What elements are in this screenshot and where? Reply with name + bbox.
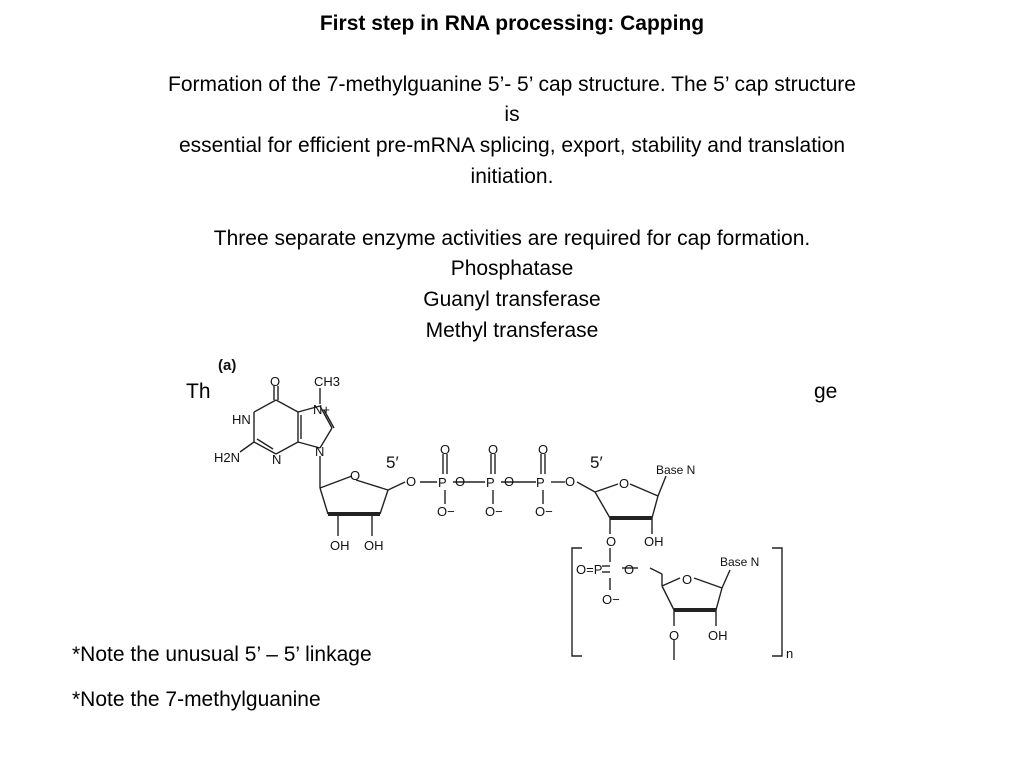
bridge-oxygen-1: O [406, 474, 416, 489]
phosphate-1-oxo: O [440, 442, 450, 457]
ribose-2-oh: OH [644, 534, 664, 549]
phosphate-2-o-minus: O− [485, 504, 503, 519]
obscured-text-left: Th [186, 380, 211, 403]
carbonyl-oxygen: O [270, 374, 280, 389]
obscured-text-right: ge [814, 380, 838, 403]
methyl-label: CH3 [314, 374, 340, 389]
phosphate-3-o-minus: O− [535, 504, 553, 519]
ribose-1-oh-right: OH [364, 538, 384, 553]
description-line-2: is [504, 103, 520, 126]
n9-label: N [315, 444, 324, 459]
panel-label: (a) [218, 357, 236, 374]
phosphate-2-oxo: O [488, 442, 498, 457]
bridge-oxygen-2: O [455, 474, 465, 489]
base-label-2: Base N [720, 555, 759, 569]
phosphate-1-o-minus: O− [437, 504, 455, 519]
lower-bridge-oxygen: O [624, 562, 634, 577]
h2n-label: H2N [214, 450, 240, 465]
enzyme-guanyl-transferase: Guanyl transferase [423, 288, 601, 311]
ring-n-label: N [272, 452, 281, 467]
slide-title: First step in RNA processing: Capping [319, 12, 705, 35]
phosphate-3: P [536, 475, 545, 490]
note-methylguanine: *Note the 7-methylguanine [72, 688, 321, 711]
five-prime-label-left: 5′ [386, 453, 399, 472]
cap-structure-diagram: (a) O CH3 N+ HN N N H2N O 5′ O O P O− O … [214, 357, 793, 661]
ribose-1-oxygen: O [350, 468, 360, 483]
phosphate-2: P [486, 475, 495, 490]
enzyme-methyl-transferase: Methyl transferase [425, 319, 599, 342]
ribose-3-oh: OH [708, 628, 728, 643]
five-prime-label-right: 5′ [590, 453, 603, 472]
enzymes-intro: Three separate enzyme activities are req… [213, 227, 811, 250]
enzyme-phosphatase: Phosphatase [450, 257, 574, 280]
ribose-3-3prime-oxygen: O [669, 628, 679, 643]
base-label-1: Base N [656, 463, 695, 477]
ribose-3-oxygen: O [682, 572, 692, 587]
ribose-2-3prime-oxygen: O [606, 534, 616, 549]
n-plus-label: N+ [313, 402, 330, 417]
ribose-1-oh-left: OH [330, 538, 350, 553]
note-linkage: *Note the unusual 5’ – 5’ linkage [72, 643, 372, 666]
repeat-subscript: n [786, 646, 793, 661]
description-line-4: initiation. [470, 165, 554, 188]
phosphate-3-oxo: O [538, 442, 548, 457]
cap-structure-figure: (a) O CH3 N+ HN N N H2N O 5′ O O P O− O … [210, 348, 800, 663]
hn-label: HN [232, 412, 251, 427]
bridge-oxygen-4: O [565, 474, 575, 489]
phosphate-1: P [438, 475, 447, 490]
bridge-oxygen-3: O [504, 474, 514, 489]
description-line-3: essential for efficient pre-mRNA splicin… [178, 134, 846, 157]
description-line-1: Formation of the 7-methylguanine 5’- 5’ … [168, 73, 856, 96]
lower-phosphate: O=P [576, 562, 602, 577]
ribose-2-oxygen: O [619, 476, 629, 491]
lower-phosphate-o-minus: O− [602, 592, 620, 607]
